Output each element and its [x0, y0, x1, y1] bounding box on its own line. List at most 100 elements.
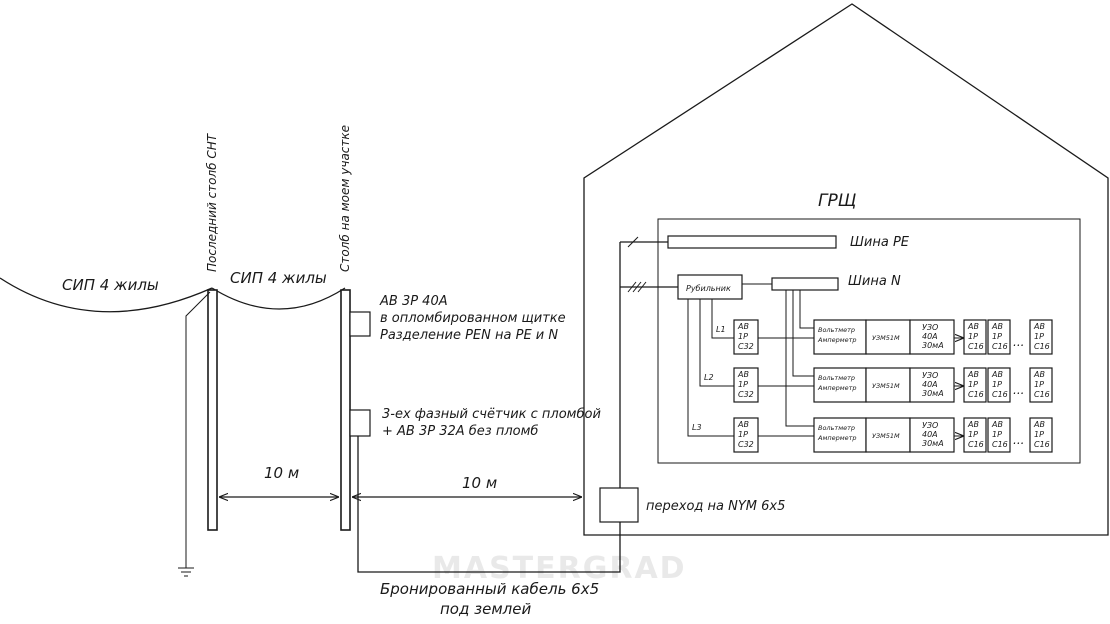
voltmeter-text: Вольтметр	[818, 374, 855, 382]
rcd-text: 30мА	[922, 389, 944, 398]
pole-my-plot	[340, 289, 351, 531]
group-breaker-box	[987, 417, 1011, 453]
neutral-tap	[799, 290, 814, 329]
main-switch	[677, 274, 743, 300]
group-breaker-text: АВ	[991, 420, 1003, 429]
group-breaker-text: 1Р	[1034, 380, 1044, 389]
group-breaker-text: 1Р	[968, 332, 978, 341]
grsch-label: ГРЩ	[818, 191, 856, 211]
phase-breaker-text: 1Р	[738, 332, 748, 341]
cable-label-1: Бронированный кабель 6х5	[380, 580, 599, 598]
phase-breaker-text: С32	[738, 342, 754, 351]
phase-breaker-box	[733, 367, 759, 403]
more-groups-ellipsis: ...	[1013, 433, 1024, 447]
phase-breaker-text: 1Р	[738, 380, 748, 389]
rcd-text: 30мА	[922, 341, 944, 350]
group-breaker-text: АВ	[1033, 420, 1045, 429]
voltage-relay-box	[865, 367, 911, 403]
rcd-box	[909, 367, 955, 403]
armored-cable	[357, 436, 621, 573]
group-breaker-box	[963, 367, 987, 403]
nym-transition-label: переход на NYM 6х5	[646, 499, 785, 514]
meter-box	[349, 409, 371, 437]
phase-conductor	[711, 299, 734, 339]
breaker-label-2: в опломбированном щитке	[380, 311, 566, 326]
group-breaker-box	[963, 417, 987, 453]
phase-breaker-text: АВ	[737, 370, 749, 379]
voltage-relay-text: УЗМ51М	[872, 382, 900, 390]
sip-label-left: СИП 4 жилы	[62, 276, 159, 294]
group-breaker-text: 1Р	[1034, 430, 1044, 439]
group-breaker-box	[1029, 417, 1053, 453]
group-breaker-text: АВ	[1033, 370, 1045, 379]
group-breaker-text: АВ	[967, 420, 979, 429]
group-breaker-text: С16	[992, 342, 1008, 351]
neutral-tap	[792, 290, 814, 377]
voltage-relay-text: УЗМ51М	[872, 432, 900, 440]
rcd-text: 30мА	[922, 439, 944, 448]
rcd-text: УЗО	[922, 371, 938, 380]
phase-conductor	[699, 299, 734, 387]
n-bus-label: Шина N	[848, 274, 901, 289]
group-breaker-text: С16	[1034, 342, 1050, 351]
group-breaker-text: АВ	[991, 322, 1003, 331]
phase-feed-ticks	[627, 281, 647, 293]
phase-breaker-text: АВ	[737, 420, 749, 429]
group-breaker-box	[1029, 319, 1053, 355]
ground-symbol	[178, 567, 194, 577]
volt-amp-meter-box	[813, 367, 867, 403]
neutral-tap	[785, 290, 814, 427]
group-breaker-text: 1Р	[992, 430, 1002, 439]
pe-bus-label: Шина PE	[850, 235, 910, 250]
rcd-text: 40А	[922, 332, 938, 341]
group-breaker-text: С16	[1034, 440, 1050, 449]
phase-label: L1	[716, 325, 726, 334]
group-breaker-text: 1Р	[992, 332, 1002, 341]
group-breaker-text: С16	[968, 440, 984, 449]
phase-label: L3	[692, 423, 702, 432]
group-breaker-box	[987, 319, 1011, 355]
dimension-poles-label: 10 м	[264, 464, 299, 482]
watermark: MASTERGRAD	[432, 551, 687, 586]
breaker-label-1: АВ 3Р 40А	[379, 294, 448, 309]
group-breaker-text: С16	[968, 342, 984, 351]
rcd-box	[909, 417, 955, 453]
sealed-panel-box	[349, 311, 371, 337]
phase-breaker-text: С32	[738, 390, 754, 399]
group-breaker-box	[1029, 367, 1053, 403]
phase-label: L2	[704, 373, 714, 382]
group-breaker-text: С16	[992, 440, 1008, 449]
pole-last-snt-label: Последний столб СНТ	[205, 132, 219, 272]
voltage-relay-box	[865, 417, 911, 453]
group-breaker-text: С16	[1034, 390, 1050, 399]
phase-conductor	[687, 299, 734, 437]
phase-breaker-box	[733, 319, 759, 355]
voltmeter-text: Вольтметр	[818, 424, 855, 432]
ammeter-text: Амперметр	[817, 336, 857, 344]
sip-label-mid: СИП 4 жилы	[230, 269, 327, 287]
pe-feed-tick	[627, 236, 639, 248]
phase-breaker-text: АВ	[737, 322, 749, 331]
group-breaker-text: С16	[968, 390, 984, 399]
more-groups-ellipsis: ...	[1013, 383, 1024, 397]
n-bus	[771, 277, 839, 291]
ammeter-text: Амперметр	[817, 384, 857, 392]
group-breaker-text: АВ	[967, 370, 979, 379]
ammeter-text: Амперметр	[817, 434, 857, 442]
group-breaker-text: АВ	[991, 370, 1003, 379]
sip-cable-mid	[211, 287, 346, 310]
meter-label-1: 3-ех фазный счётчик с пломбой	[382, 407, 601, 422]
phase-breaker-text: 1Р	[738, 430, 748, 439]
meter-label-2: + АВ 3Р 32А без пломб	[382, 424, 538, 439]
pole-my-plot-label: Столб на моем участке	[338, 125, 352, 272]
rcd-text: УЗО	[922, 323, 938, 332]
group-breaker-box	[963, 319, 987, 355]
group-breaker-text: 1Р	[992, 380, 1002, 389]
sip-cable-left	[0, 277, 213, 313]
phase-breaker-text: С32	[738, 440, 754, 449]
rcd-text: 40А	[922, 380, 938, 389]
group-breaker-text: АВ	[967, 322, 979, 331]
breaker-label-3: Разделение PEN на PE и N	[380, 328, 558, 343]
grsch-panel	[657, 218, 1081, 464]
